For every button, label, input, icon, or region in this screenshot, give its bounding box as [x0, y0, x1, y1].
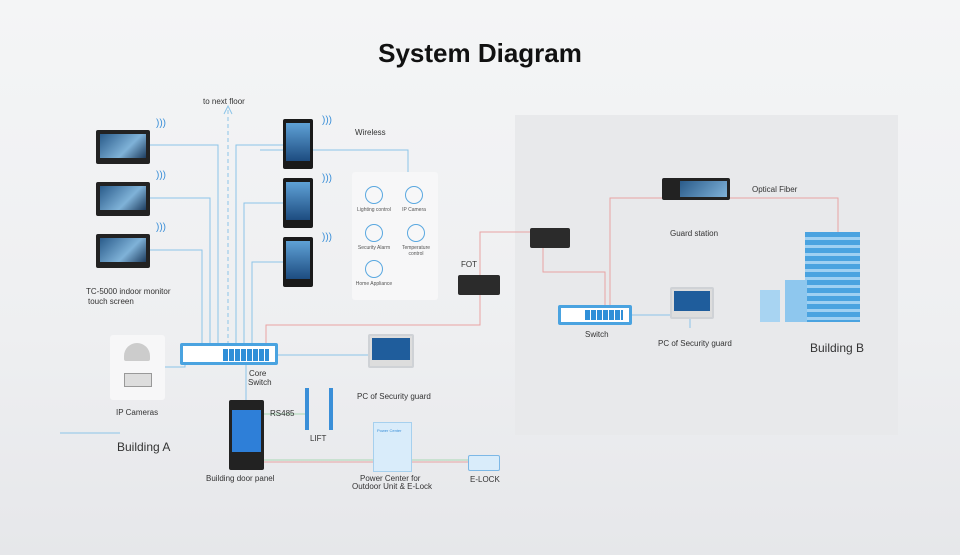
pc-icon	[368, 334, 414, 368]
fiber-fot-fot	[479, 231, 530, 275]
line-monitor-1	[150, 144, 219, 345]
building-b-icon	[785, 280, 807, 322]
fiber-switch-fot	[265, 295, 481, 345]
fiber-fot-switchb	[542, 248, 606, 305]
thermometer-icon: Temperature control	[394, 224, 438, 257]
bulb-icon: Lighting control	[354, 186, 394, 213]
line-panel-2	[243, 202, 283, 345]
to-next-floor-label: to next floor	[203, 97, 245, 106]
indoor-monitor	[96, 130, 150, 164]
line-panel-1	[235, 144, 283, 345]
pc-a-label: PC of Security guard	[357, 392, 431, 401]
wifi-icon: )))	[156, 170, 166, 181]
building-b-icon	[760, 290, 780, 322]
indoor-monitor	[96, 234, 150, 268]
ip-cameras-label: IP Cameras	[116, 408, 159, 417]
fot-device	[458, 275, 500, 295]
ip-camera-card	[110, 335, 165, 400]
indoor-panel	[283, 178, 313, 228]
lift-label: LIFT	[310, 434, 327, 443]
guard-station-device	[662, 178, 730, 200]
building-b-icon	[805, 232, 860, 322]
switch-b-label: Switch	[585, 330, 609, 339]
touch-screen-label: touch screen	[88, 297, 134, 306]
core-switch-label-1: Core	[249, 369, 267, 378]
fot-label: FOT	[461, 260, 477, 269]
building-b-label: Building B	[810, 341, 865, 355]
indoor-monitor-label: TC-5000 indoor monitor	[86, 287, 171, 296]
rs485-label: RS485	[270, 409, 295, 418]
power-center-label-1: Power Center for	[360, 474, 421, 483]
lift-icon	[305, 388, 333, 430]
wifi-icon: )))	[322, 173, 332, 184]
camera-icon: IP Camera	[394, 186, 434, 213]
wifi-icon: )))	[156, 118, 166, 129]
elock-icon	[468, 455, 500, 471]
optical-fiber-label: Optical Fiber	[752, 185, 798, 194]
building-a-label: Building A	[117, 440, 171, 454]
line-panel-3	[251, 261, 283, 345]
switch-b	[558, 305, 632, 325]
page-title: System Diagram	[378, 38, 582, 68]
shield-icon: Security Alarm	[354, 224, 394, 251]
door-panel-device	[229, 400, 264, 470]
wireless-label: Wireless	[355, 128, 386, 137]
fiber-guard-building	[730, 197, 839, 235]
elock-label: E-LOCK	[470, 475, 500, 484]
fot-device	[530, 228, 570, 248]
fiber-switchb-guard	[609, 197, 662, 305]
appliance-icon: Home Appliance	[354, 260, 394, 287]
door-panel-label: Building door panel	[206, 474, 275, 483]
wifi-icon: )))	[322, 115, 332, 126]
line-monitor-2	[150, 197, 211, 345]
pc-b-label: PC of Security guard	[658, 339, 732, 348]
indoor-monitor	[96, 182, 150, 216]
power-center-icon: Power Center	[373, 422, 412, 472]
wifi-icon: )))	[322, 232, 332, 243]
dome-camera-icon	[124, 343, 150, 361]
core-switch-label-2: Switch	[248, 378, 272, 387]
guard-station-label: Guard station	[670, 229, 719, 238]
wifi-icon: )))	[156, 222, 166, 233]
power-center-label-2: Outdoor Unit & E-Lock	[352, 482, 433, 491]
bullet-camera-icon	[124, 373, 152, 387]
core-switch	[180, 343, 278, 365]
pc-icon	[670, 287, 714, 319]
indoor-panel	[283, 119, 313, 169]
smart-home-card: Lighting control IP Camera Security Alar…	[352, 172, 438, 300]
line-monitor-3	[150, 249, 203, 345]
indoor-panel	[283, 237, 313, 287]
